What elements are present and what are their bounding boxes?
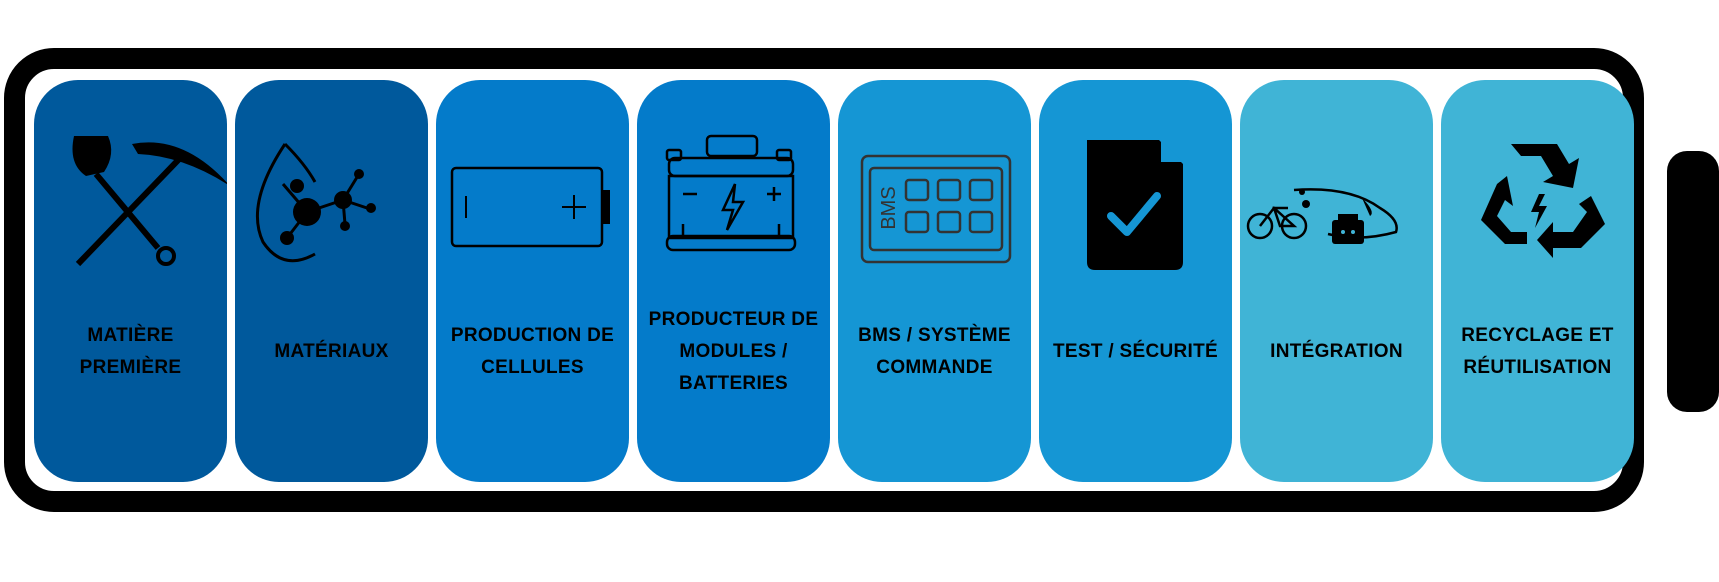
stage-module-producer: PRODUCTEUR DE MODULES / BATTERIES <box>637 80 830 482</box>
bms-chip-icon: BMS <box>838 124 1031 274</box>
stage-test-safety: TEST / SÉCURITÉ <box>1039 80 1232 482</box>
battery-terminal <box>1667 151 1719 412</box>
stage-bms: BMS BMS / SYSTÈME COMMANDE <box>838 80 1031 482</box>
battery-module-icon <box>637 124 830 274</box>
stage-label: RECYCLAGE ET RÉUTILISATION <box>1461 325 1614 378</box>
stage-label: PRODUCTEUR DE MODULES / BATTERIES <box>648 309 819 394</box>
stage-raw-material: MATIÈRE PREMIÈRE <box>34 80 227 482</box>
vehicles-icon <box>1240 124 1433 274</box>
stage-label: TEST / SÉCURITÉ <box>1053 341 1218 362</box>
molecule-drop-icon <box>235 124 428 274</box>
recycle-icon <box>1441 124 1634 274</box>
stage-materials: MATÉRIAUX <box>235 80 428 482</box>
shovel-pickaxe-icon <box>34 124 227 274</box>
stage-cell-production: PRODUCTION DE CELLULES <box>436 80 629 482</box>
stage-integration: INTÉGRATION <box>1240 80 1433 482</box>
stage-recycling: RECYCLAGE ET RÉUTILISATION <box>1441 80 1634 482</box>
stage-label: INTÉGRATION <box>1270 341 1403 362</box>
document-check-icon <box>1039 124 1232 274</box>
svg-text:BMS: BMS <box>878 186 900 229</box>
stage-label: BMS / SYSTÈME COMMANDE <box>858 325 1011 378</box>
stage-label: PRODUCTION DE CELLULES <box>450 325 615 378</box>
battery-cell-icon <box>436 124 629 274</box>
stage-label: MATÉRIAUX <box>274 341 389 362</box>
stage-label: MATIÈRE PREMIÈRE <box>79 325 182 378</box>
